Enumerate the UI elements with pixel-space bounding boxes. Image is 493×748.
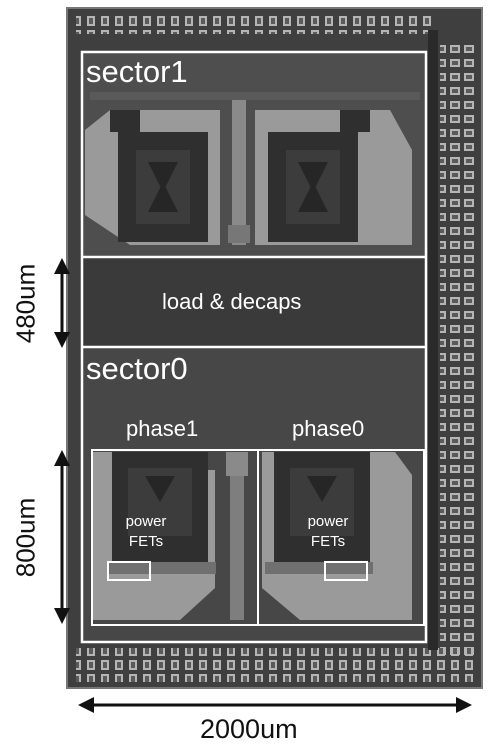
power-fet-box-right (324, 561, 368, 581)
load-decaps-region (82, 257, 426, 347)
bottom-pad-ring (76, 648, 476, 682)
dimension-800um: 800um (10, 497, 41, 578)
phase0-label: phase0 (292, 416, 365, 441)
sector0-label: sector0 (86, 351, 188, 386)
power-fets-right-line2: FETs (310, 533, 346, 550)
dimension-2000um: 2000um (200, 714, 298, 744)
power-fets-left-line2: FETs (128, 533, 164, 550)
top-pad-ring (76, 14, 436, 34)
dimension-480um: 480um (10, 263, 41, 344)
power-fets-label-right: power FETs (300, 512, 356, 552)
phase1-label: phase1 (126, 416, 199, 441)
phase0-outline (257, 449, 425, 626)
power-fets-label-left: power FETs (118, 512, 174, 552)
right-pad-ring (440, 40, 478, 660)
power-fets-right-line1: power (307, 513, 349, 530)
power-fets-left-line1: power (125, 513, 167, 530)
power-fet-box-left (107, 561, 151, 581)
sector1-label: sector1 (86, 54, 188, 89)
load-decaps-label: load & decaps (162, 289, 302, 314)
